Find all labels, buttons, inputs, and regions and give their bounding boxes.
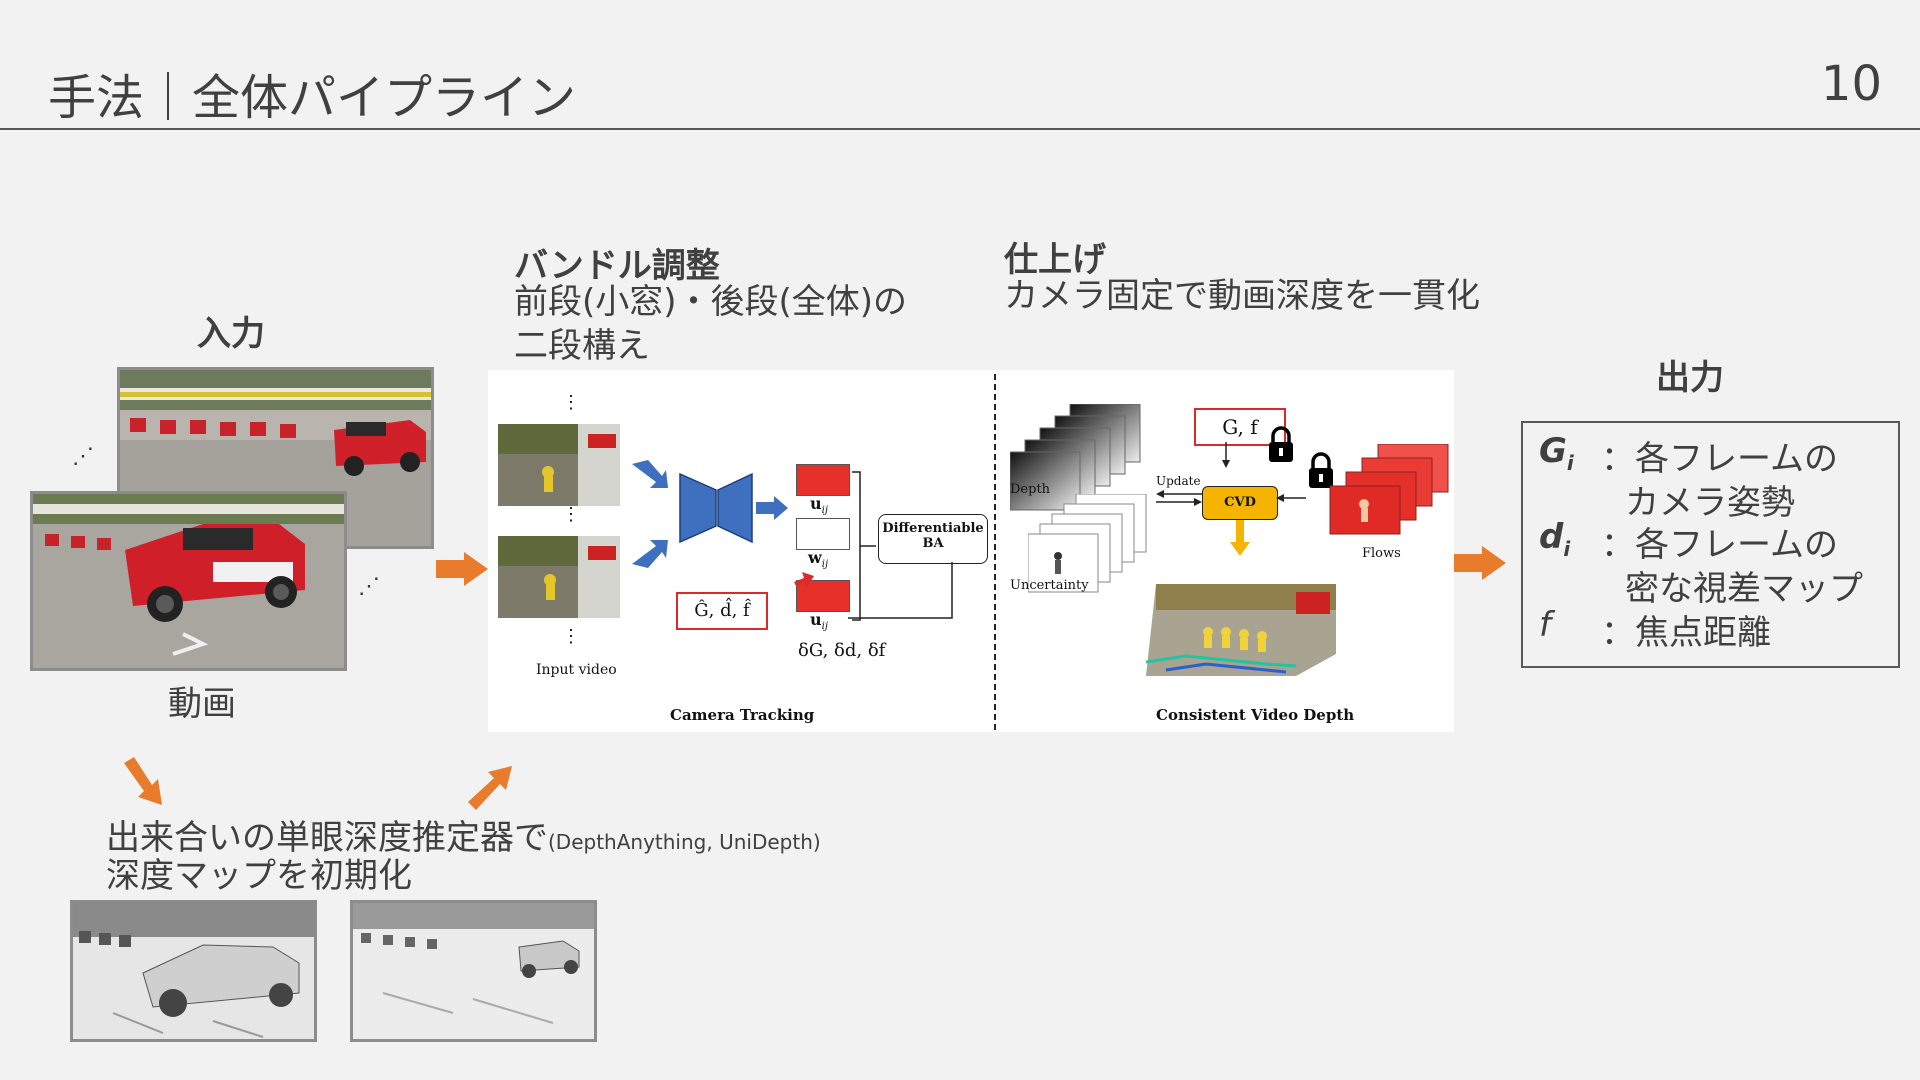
input-heading: 入力	[197, 314, 265, 354]
vdots: ⋮	[562, 626, 580, 647]
flows-in-arrow	[1276, 494, 1306, 502]
depth-stack	[1010, 404, 1141, 511]
ba-line-2: 二段構え	[514, 326, 650, 366]
w-label: wij	[808, 548, 829, 571]
output-row-pose: Gi	[1539, 431, 1574, 475]
output-box: Gi ：各フレームの カメラ姿勢 di ：各フレームの 密な視差マップ f ：焦…	[1521, 421, 1900, 668]
depth-map-2-image	[353, 903, 594, 1039]
vdots: ⋮	[562, 392, 580, 413]
init-line-1: 出来合いの単眼深度推定器で(DepthAnything, UniDepth)	[106, 818, 821, 858]
arrow-right-icon	[436, 552, 488, 586]
delta-params: δG, δd, δf	[798, 640, 886, 661]
pipeline-figure: ⋮ ⋮ ⋮ Input video uij wij uij Differenti…	[488, 370, 1454, 732]
arrow-up-icon	[468, 766, 512, 810]
frames-dots: ⋰	[72, 444, 94, 469]
flows-stack	[1329, 444, 1449, 535]
ba-connector	[852, 471, 876, 621]
cvd-box: CVD	[1202, 486, 1278, 520]
camera-tracking-label: Camera Tracking	[670, 706, 815, 724]
init-params-box: Ĝ, d̂, f̂	[676, 592, 768, 630]
output-text-disparity: ：各フレームの	[1601, 525, 1838, 565]
slide-title: 手法｜全体パイプライン	[48, 70, 577, 126]
u-label: uij	[810, 610, 828, 633]
vdots: ⋮	[562, 504, 580, 525]
lock-icon	[1269, 426, 1293, 462]
cvd-output-render	[1146, 584, 1336, 676]
flow-box-u-pred	[796, 580, 850, 612]
output-row-disparity: di	[1539, 517, 1571, 561]
uncertainty-stack	[1028, 494, 1147, 593]
input-caption: 動画	[168, 684, 236, 724]
output-text-disparity-2: 密な視差マップ	[1625, 569, 1863, 609]
title-divider	[0, 128, 1920, 130]
depth-label: Depth	[1010, 482, 1051, 497]
down-arrow-yellow	[1230, 520, 1250, 556]
output-row-focal: f	[1539, 605, 1551, 645]
input-video-label: Input video	[536, 662, 617, 678]
depth-map-1	[70, 900, 317, 1042]
init-line-2: 深度マップを初期化	[106, 856, 412, 896]
finish-line-1: カメラ固定で動画深度を一貫化	[1004, 276, 1480, 316]
consistent-video-depth-label: Consistent Video Depth	[1156, 706, 1355, 724]
uncertainty-label: Uncertainty	[1010, 578, 1089, 593]
input-frame-2	[498, 536, 620, 618]
gf-box: G, f	[1194, 408, 1286, 446]
figure-separator	[994, 374, 996, 730]
arrow-right-icon	[1454, 546, 1506, 580]
video-frame-front	[30, 491, 347, 671]
encoder-diagram	[632, 460, 788, 568]
update-label: Update	[1156, 474, 1201, 488]
differentiable-ba-box: Differentiable BA	[878, 514, 988, 564]
output-text-pose-2: カメラ姿勢	[1625, 483, 1795, 523]
car-photo-front	[33, 494, 344, 668]
flow-box-u	[796, 464, 850, 496]
ba-heading: バンドル調整	[514, 246, 720, 286]
lock-icon	[1309, 452, 1333, 488]
finish-heading: 仕上げ	[1004, 240, 1106, 280]
down-arrow-thin	[1222, 442, 1230, 468]
update-arrows	[1156, 490, 1202, 506]
weight-box-w	[796, 518, 850, 550]
ba-line-1: 前段(小窓)・後段(全体)の	[514, 282, 908, 322]
frames-dots-2: ⋰	[358, 574, 380, 599]
output-heading: 出力	[1656, 358, 1724, 398]
depth-map-2	[350, 900, 597, 1042]
depth-map-1-image	[73, 903, 314, 1039]
page-number: 10	[1820, 56, 1882, 112]
input-frame-1	[498, 424, 620, 506]
flows-label: Flows	[1362, 546, 1401, 561]
output-text-pose: ：各フレームの	[1601, 439, 1838, 479]
output-text-focal: ：焦点距離	[1601, 613, 1771, 653]
u-label: uij	[810, 494, 828, 517]
arrow-down-icon	[124, 757, 162, 805]
